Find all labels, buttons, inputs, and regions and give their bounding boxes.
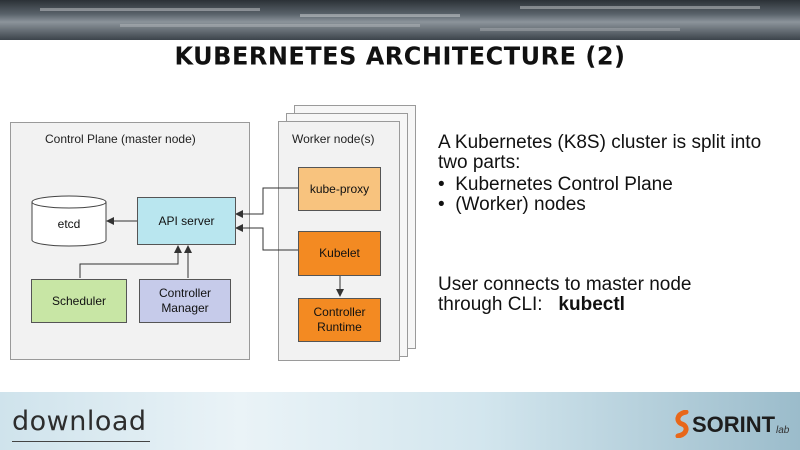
bullet-dot: •	[438, 174, 456, 195]
sorint-logo-icon	[675, 410, 689, 438]
intro-text: A Kubernetes (K8S) cluster is split into…	[438, 132, 762, 173]
controller-manager-box: Controller Manager	[139, 279, 231, 323]
etcd-label: etcd	[57, 216, 81, 231]
kubelet-box: Kubelet	[298, 231, 381, 276]
controller-runtime-box: Controller Runtime	[298, 298, 381, 342]
connect-line-1: User connects to master node	[438, 274, 692, 295]
bullet-item: • (Worker) nodes	[438, 195, 673, 215]
connect-line-2: through CLI: kubectl	[438, 295, 625, 315]
download-logo-underline	[12, 441, 150, 442]
controller-manager-line2: Manager	[161, 301, 209, 315]
bullet-text: (Worker) nodes	[455, 194, 586, 215]
connect-prefix: through CLI:	[438, 294, 543, 315]
controller-manager-line1: Controller	[158, 286, 212, 300]
bullet-dot: •	[438, 194, 456, 215]
bullet-list: • Kubernetes Control Plane • (Worker) no…	[438, 175, 673, 215]
control-plane-label: Control Plane (master node)	[45, 132, 196, 146]
sorint-logo-text: SORINT	[692, 412, 776, 437]
bullet-item: • Kubernetes Control Plane	[438, 175, 673, 195]
slide-title: KUBERNETES ARCHITECTURE (2)	[174, 41, 626, 71]
bottom-banner	[0, 392, 800, 450]
top-banner	[0, 0, 800, 40]
kube-proxy-box: kube-proxy	[298, 167, 381, 211]
controller-runtime-line1: Controller	[313, 305, 366, 319]
scheduler-box: Scheduler	[31, 279, 127, 323]
worker-node-label: Worker node(s)	[292, 132, 375, 146]
api-server-box: API server	[137, 197, 236, 245]
sorint-logo-sub: lab	[776, 425, 790, 436]
bullet-text: Kubernetes Control Plane	[455, 174, 673, 195]
kubectl-command: kubectl	[558, 294, 625, 315]
download-logo: download	[12, 406, 147, 437]
controller-runtime-line2: Runtime	[317, 320, 362, 334]
